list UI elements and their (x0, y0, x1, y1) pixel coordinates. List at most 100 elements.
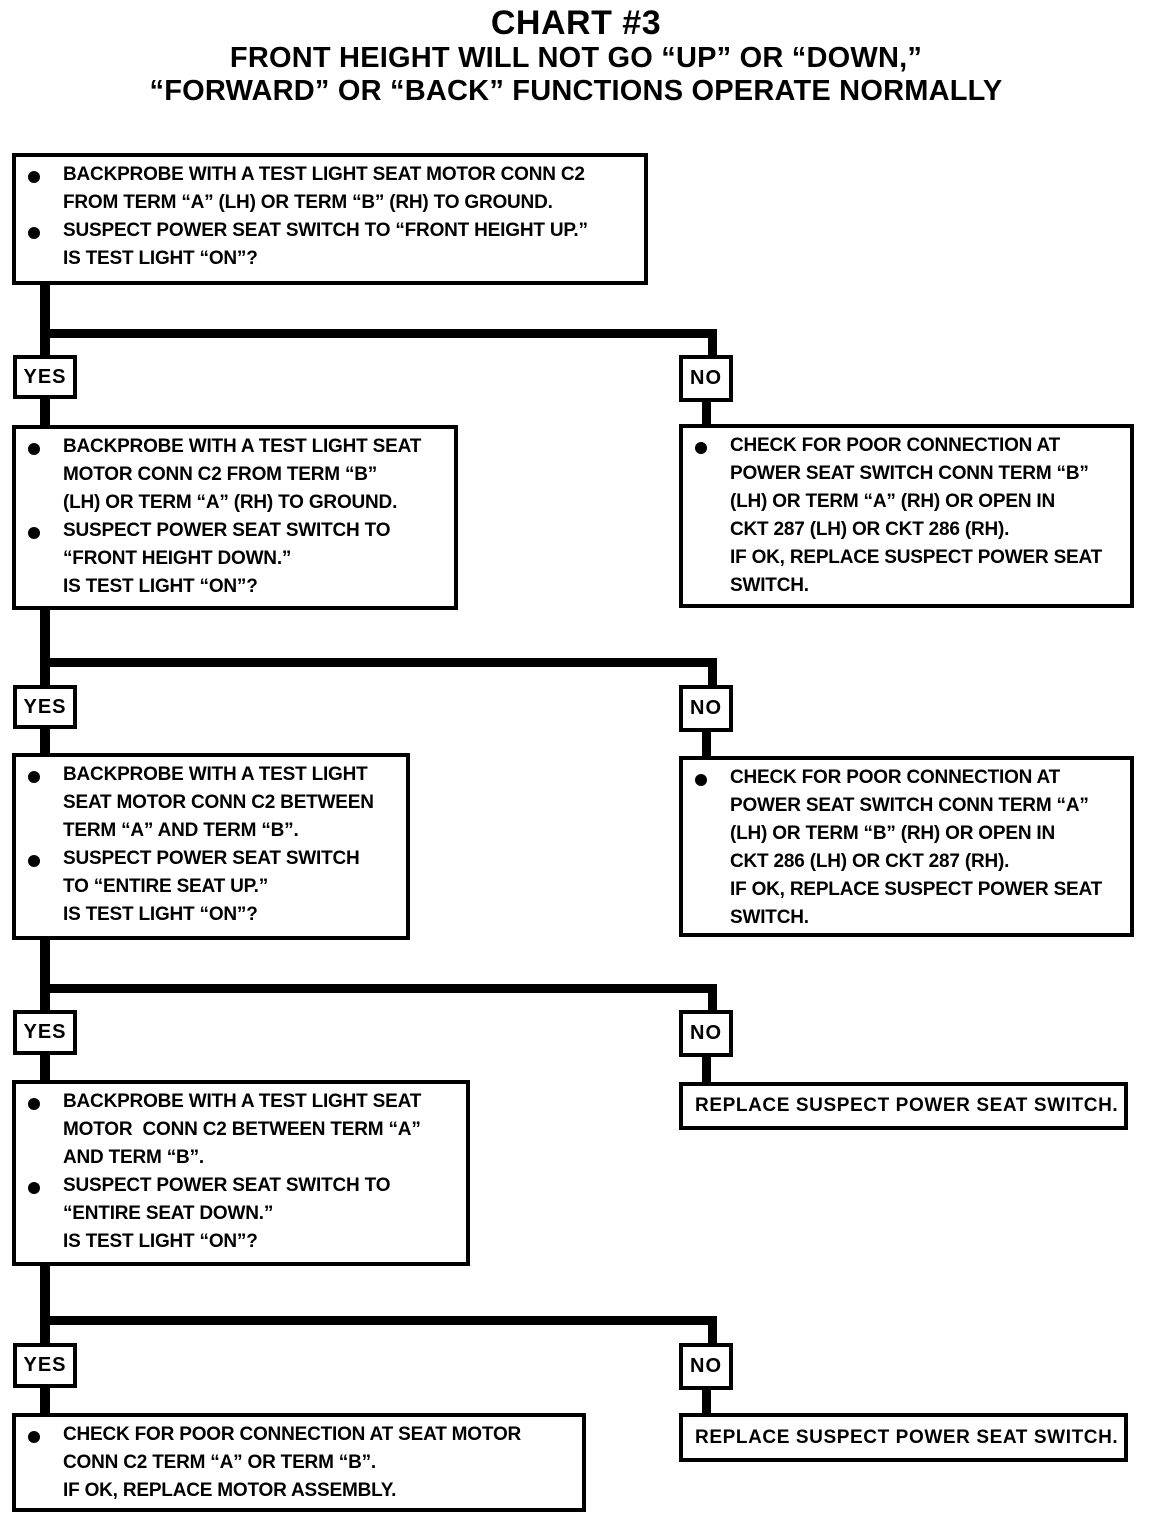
text-line: CHECK FOR POOR CONNECTION AT (730, 435, 1061, 456)
bullet-icon (28, 227, 40, 239)
connector-line (40, 938, 50, 1013)
text-line: CHECK FOR POOR CONNECTION AT SEAT MOTOR (63, 1424, 522, 1445)
action-box-1: CHECK FOR POOR CONNECTION AT POWER SEAT … (679, 424, 1134, 608)
text-line: CHECK FOR POOR CONNECTION AT (730, 767, 1061, 788)
chart-title: CHART #3 (490, 4, 662, 42)
yes-label-1: YES (13, 355, 77, 399)
text-line: IF OK, REPLACE MOTOR ASSEMBLY. (63, 1480, 397, 1501)
bullet-item: SUSPECT POWER SEAT SWITCH TO “FRONT HEIG… (16, 517, 454, 601)
bullet-icon (28, 171, 40, 183)
no-label-3: NO (679, 1010, 733, 1057)
text-line: SEAT MOTOR CONN C2 BETWEEN (63, 792, 374, 813)
bullet-icon (28, 855, 40, 867)
yes-label-3: YES (13, 1010, 77, 1055)
text-line: SUSPECT POWER SEAT SWITCH (63, 848, 360, 869)
text-line: CKT 287 (LH) OR CKT 286 (RH). (730, 519, 1010, 540)
question-box-4: BACKPROBE WITH A TEST LIGHT SEAT MOTOR C… (12, 1080, 470, 1266)
text-line: CKT 286 (LH) OR CKT 287 (RH). (730, 851, 1010, 872)
connector-line (40, 329, 717, 338)
connector-line (40, 1264, 50, 1346)
text-line: IF OK, REPLACE SUSPECT POWER SEAT (730, 547, 1103, 568)
bullet-icon (28, 1431, 40, 1443)
bullet-item: BACKPROBE WITH A TEST LIGHT SEAT MOTOR C… (16, 1088, 466, 1172)
bullet-item: BACKPROBE WITH A TEST LIGHT SEAT MOTOR C… (16, 761, 406, 845)
text-line: (LH) OR TERM “A” (RH) TO GROUND. (63, 492, 398, 513)
text-line: SUSPECT POWER SEAT SWITCH TO (63, 520, 391, 541)
connector-line (40, 984, 717, 993)
bullet-item: BACKPROBE WITH A TEST LIGHT SEAT MOTOR C… (16, 161, 644, 217)
text-line: BACKPROBE WITH A TEST LIGHT SEAT MOTOR C… (63, 164, 585, 185)
bullet-icon (28, 1098, 40, 1110)
yes-label-2: YES (13, 685, 77, 729)
connector-line (40, 283, 50, 359)
no-label-1: NO (679, 355, 733, 402)
action-box-4: REPLACE SUSPECT POWER SEAT SWITCH. (679, 1413, 1128, 1462)
text-line: “FRONT HEIGHT DOWN.” (63, 548, 292, 569)
connector-line (40, 1316, 717, 1325)
text-line: TERM “A” AND TERM “B”. (63, 820, 299, 841)
result-box-yes: CHECK FOR POOR CONNECTION AT SEAT MOTOR … (12, 1413, 586, 1512)
no-label-4: NO (679, 1343, 733, 1390)
question-box-1: BACKPROBE WITH A TEST LIGHT SEAT MOTOR C… (12, 153, 648, 285)
bullet-item: BACKPROBE WITH A TEST LIGHT SEAT MOTOR C… (16, 433, 454, 517)
text-line: IS TEST LIGHT “ON”? (63, 576, 258, 597)
bullet-icon (28, 1182, 40, 1194)
text-line: (LH) OR TERM “B” (RH) OR OPEN IN (730, 823, 1056, 844)
connector-line (40, 658, 717, 667)
connector-line (40, 1053, 50, 1083)
connector-line (702, 730, 711, 758)
chart-title-block: CHART #3 FRONT HEIGHT WILL NOT GO “UP” O… (28, 0, 1124, 108)
text-line: SUSPECT POWER SEAT SWITCH TO (63, 1175, 391, 1196)
bullet-icon (28, 771, 40, 783)
text-line: (LH) OR TERM “A” (RH) OR OPEN IN (730, 491, 1056, 512)
no-label-2: NO (679, 685, 733, 732)
bullet-icon (695, 442, 707, 454)
action-box-3: REPLACE SUSPECT POWER SEAT SWITCH. (679, 1082, 1128, 1130)
text-line: SWITCH. (730, 907, 809, 928)
bullet-item: SUSPECT POWER SEAT SWITCH TO “ENTIRE SEA… (16, 845, 406, 929)
text-line: BACKPROBE WITH A TEST LIGHT (63, 764, 368, 785)
text-line: REPLACE SUSPECT POWER SEAT SWITCH. (695, 1426, 1119, 1448)
bullet-icon (28, 527, 40, 539)
connector-line (708, 662, 717, 687)
connector-line (40, 727, 50, 756)
bullet-item: SUSPECT POWER SEAT SWITCH TO “ENTIRE SEA… (16, 1172, 466, 1256)
connector-line (702, 400, 711, 427)
text-line: SUSPECT POWER SEAT SWITCH TO “FRONT HEIG… (63, 220, 588, 241)
connector-line (40, 608, 50, 688)
yes-label-4: YES (13, 1343, 77, 1388)
text-line: BACKPROBE WITH A TEST LIGHT SEAT (63, 1091, 422, 1112)
bullet-item: CHECK FOR POOR CONNECTION AT SEAT MOTOR … (16, 1421, 582, 1505)
chart-subtitle-line1: FRONT HEIGHT WILL NOT GO “UP” OR “DOWN,” (229, 42, 923, 74)
text-line: IS TEST LIGHT “ON”? (63, 248, 258, 269)
text-line: POWER SEAT SWITCH CONN TERM “A” (730, 795, 1089, 816)
text-line: FROM TERM “A” (LH) OR TERM “B” (RH) TO G… (63, 192, 553, 213)
connector-line (708, 1320, 717, 1345)
connector-line (708, 988, 717, 1012)
connector-line (708, 333, 717, 357)
text-line: REPLACE SUSPECT POWER SEAT SWITCH. (695, 1095, 1119, 1116)
bullet-item: SUSPECT POWER SEAT SWITCH TO “FRONT HEIG… (16, 217, 644, 273)
connector-line (40, 1386, 50, 1416)
bullet-icon (695, 774, 707, 786)
text-line: SWITCH. (730, 575, 809, 596)
text-line: TO “ENTIRE SEAT UP.” (63, 876, 269, 897)
action-box-2: CHECK FOR POOR CONNECTION AT POWER SEAT … (679, 756, 1134, 937)
bullet-item: CHECK FOR POOR CONNECTION AT POWER SEAT … (683, 764, 1130, 932)
text-line: IS TEST LIGHT “ON”? (63, 1231, 258, 1252)
connector-line (702, 1388, 711, 1415)
text-line: IS TEST LIGHT “ON”? (63, 904, 258, 925)
text-line: AND TERM “B”. (63, 1147, 204, 1168)
text-line: POWER SEAT SWITCH CONN TERM “B” (730, 463, 1089, 484)
text-line: MOTOR CONN C2 BETWEEN TERM “A” (63, 1119, 421, 1140)
text-line: “ENTIRE SEAT DOWN.” (63, 1203, 274, 1224)
text-line: MOTOR CONN C2 FROM TERM “B” (63, 464, 378, 485)
chart-subtitle-line2: “FORWARD” OR “BACK” FUNCTIONS OPERATE NO… (149, 75, 1003, 107)
text-line: CONN C2 TERM “A” OR TERM “B”. (63, 1452, 376, 1473)
question-box-2: BACKPROBE WITH A TEST LIGHT SEAT MOTOR C… (12, 425, 458, 610)
connector-line (702, 1055, 711, 1084)
bullet-icon (28, 443, 40, 455)
text-line: BACKPROBE WITH A TEST LIGHT SEAT (63, 436, 422, 457)
bullet-item: CHECK FOR POOR CONNECTION AT POWER SEAT … (683, 432, 1130, 600)
